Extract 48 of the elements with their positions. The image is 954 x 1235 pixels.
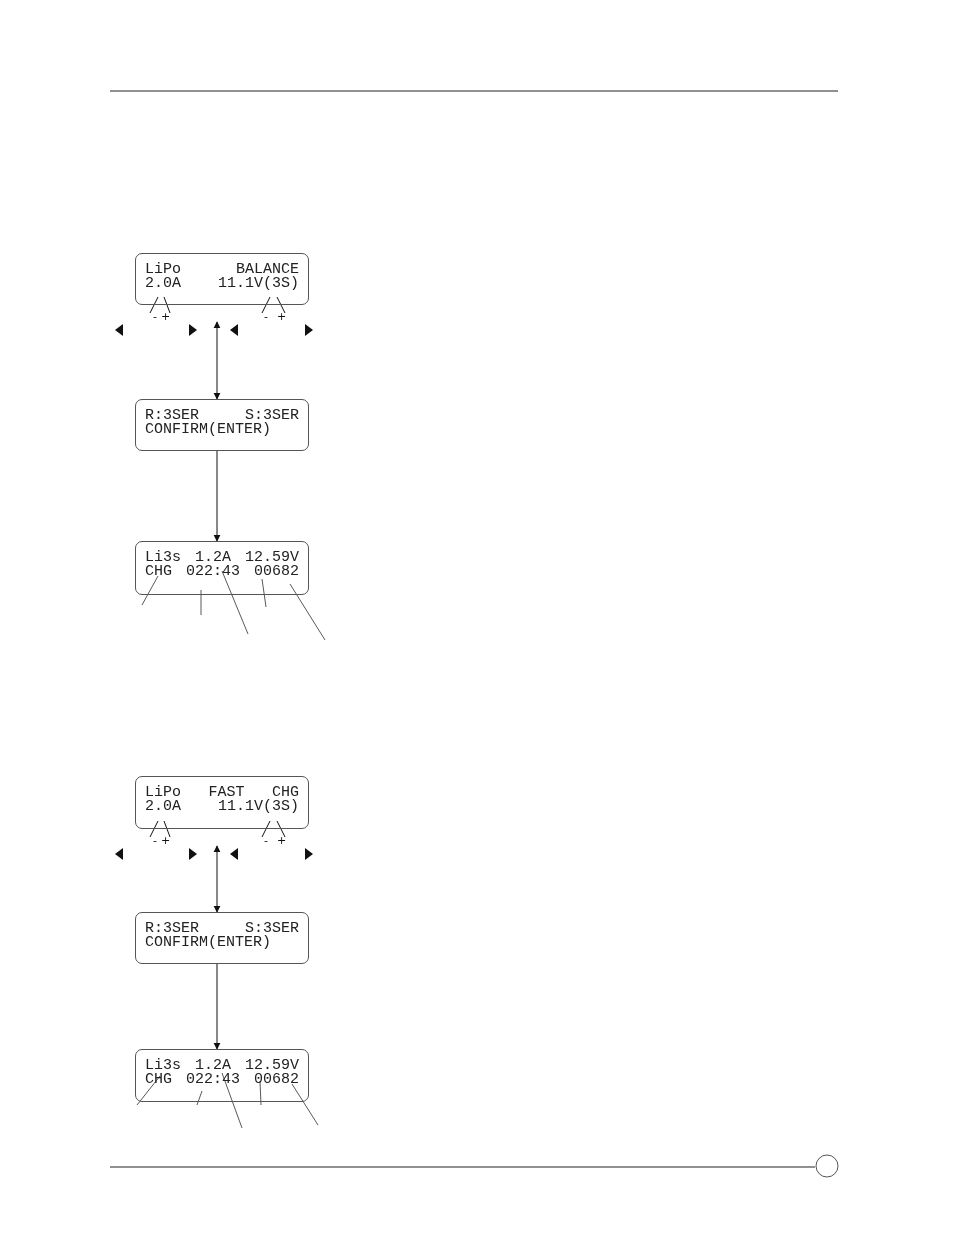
sign-label: -: [151, 835, 159, 847]
sign-label: +: [161, 835, 170, 847]
leader-line: [261, 296, 271, 314]
arrow: [213, 845, 221, 913]
leader-line: [276, 820, 286, 838]
leader-line: [276, 296, 286, 314]
lcd-screen: [135, 776, 309, 829]
display-text: CONFIRM(ENTER): [145, 423, 273, 437]
sign-label: +: [161, 311, 170, 323]
display-text: R:3SER S:3SER: [145, 409, 299, 423]
arrow: [213, 963, 221, 1050]
lcd-screen: [135, 1049, 309, 1102]
lcd-screen: [135, 253, 309, 305]
sign-label: -: [151, 311, 159, 323]
sign-label: +: [277, 835, 286, 847]
leader-line: [221, 570, 249, 635]
display-text: CHG 022:43 00682: [145, 565, 299, 579]
leader-line: [196, 1090, 203, 1106]
lcd-screen: [135, 912, 309, 964]
arrow: [213, 321, 221, 400]
leader-line: [163, 296, 171, 314]
leader-line: [291, 1083, 319, 1126]
leader-line: [141, 575, 159, 606]
display-text: LiPo BALANCE: [145, 263, 299, 277]
sign-label: +: [277, 311, 286, 323]
display-text: Li3s 1.2A 12.59V: [145, 1059, 299, 1073]
display-text: 2.0A 11.1V(3S): [145, 800, 299, 814]
arrow: [213, 450, 221, 542]
leader-line: [259, 1080, 262, 1106]
sign-label: -: [262, 311, 270, 323]
display-text: 2.0A 11.1V(3S): [145, 277, 299, 291]
display-text: CHG 022:43 00682: [145, 1073, 299, 1087]
display-text: R:3SER S:3SER: [145, 922, 299, 936]
leader-line: [289, 583, 326, 641]
leader-line: [261, 820, 271, 838]
leader-line: [200, 589, 202, 616]
display-text: Li3s 1.2A 12.59V: [145, 551, 299, 565]
leader-line: [261, 578, 267, 608]
lcd-screen: [135, 541, 309, 595]
lcd-screen: [135, 399, 309, 451]
leader-line: [149, 820, 159, 838]
leader-line: [149, 296, 159, 314]
leader-line: [136, 1075, 161, 1106]
display-text: LiPo FAST CHG: [145, 786, 299, 800]
display-text: CONFIRM(ENTER): [145, 936, 273, 950]
leader-line: [221, 1072, 243, 1129]
sign-label: -: [262, 835, 270, 847]
leader-line: [163, 820, 171, 838]
